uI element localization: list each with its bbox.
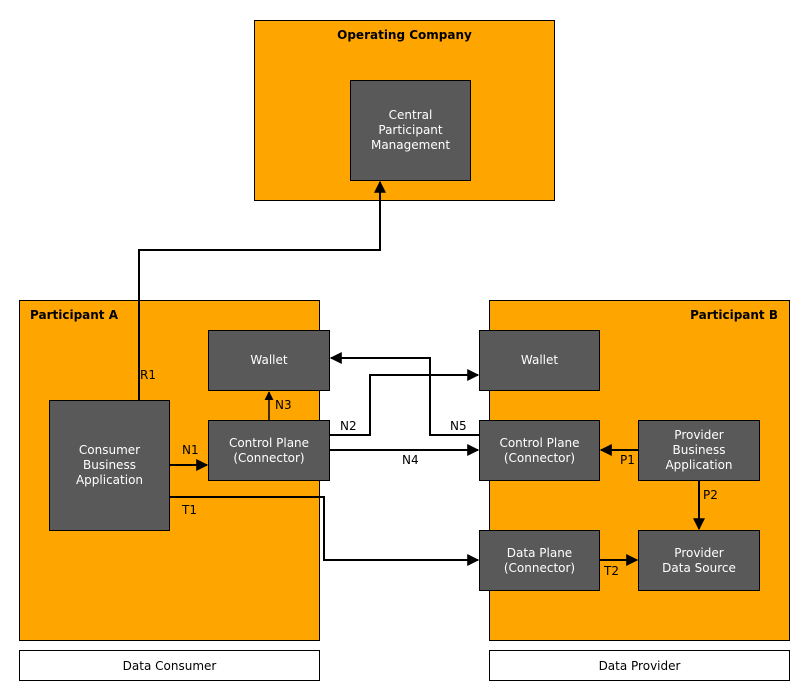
wallet-a-node[interactable]: Wallet bbox=[208, 330, 330, 391]
data-plane-b-node[interactable]: Data Plane (Connector) bbox=[479, 530, 600, 591]
operating-company-title: Operating Company bbox=[337, 28, 472, 42]
edge-label-r1: R1 bbox=[140, 368, 156, 382]
edge-label-p2: P2 bbox=[703, 488, 718, 502]
edge-label-t2: T2 bbox=[604, 564, 619, 578]
edge-t1 bbox=[170, 496, 480, 566]
wallet-b-node[interactable]: Wallet bbox=[479, 330, 600, 391]
consumer-business-application-node[interactable]: Consumer Business Application bbox=[49, 400, 170, 531]
edge-label-n4: N4 bbox=[402, 453, 419, 467]
edge-label-n3: N3 bbox=[275, 398, 292, 412]
edge-label-t1: T1 bbox=[182, 503, 197, 517]
data-consumer-footer: Data Consumer bbox=[19, 650, 320, 681]
control-plane-b-node[interactable]: Control Plane (Connector) bbox=[479, 420, 600, 481]
edge-label-n5: N5 bbox=[450, 419, 467, 433]
edge-label-p1: P1 bbox=[620, 453, 635, 467]
edge-label-n2: N2 bbox=[340, 419, 357, 433]
edge-n5 bbox=[329, 352, 479, 436]
provider-data-source-node[interactable]: Provider Data Source bbox=[638, 530, 760, 591]
edge-n2 bbox=[330, 369, 480, 436]
data-provider-footer: Data Provider bbox=[489, 650, 790, 681]
edge-r1 bbox=[138, 180, 386, 400]
participant-a-title: Participant A bbox=[30, 308, 118, 322]
edge-label-n1: N1 bbox=[182, 443, 199, 457]
participant-b-title: Participant B bbox=[690, 308, 778, 322]
central-participant-management-node[interactable]: Central Participant Management bbox=[350, 80, 471, 181]
control-plane-a-node[interactable]: Control Plane (Connector) bbox=[208, 420, 330, 481]
provider-business-application-node[interactable]: Provider Business Application bbox=[638, 420, 760, 481]
